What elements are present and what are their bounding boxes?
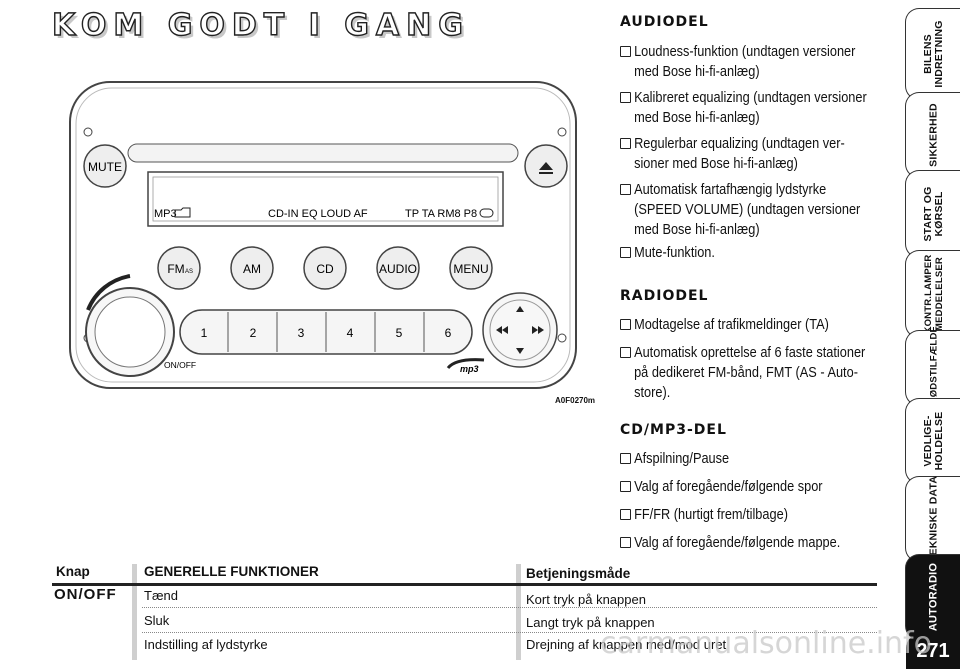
preset-4: 4 xyxy=(347,326,354,340)
mute-button[interactable]: MUTE xyxy=(83,144,127,188)
page-title: KOM GODT I GANG xyxy=(51,7,470,43)
preset-2: 2 xyxy=(250,326,257,340)
col-header-functions: GENERELLE FUNKTIONER xyxy=(144,564,319,579)
watermark: carmanualsonline.info xyxy=(600,626,932,661)
svg-text:AUDIO: AUDIO xyxy=(379,262,417,276)
list-item: Mute-funktion. xyxy=(620,243,880,263)
on-off-volume-knob[interactable] xyxy=(85,274,175,377)
list-item: Valg af foregående/følgende spor xyxy=(620,477,880,497)
tab-label: SIKKERHED xyxy=(927,103,939,167)
rewind-icon xyxy=(496,326,502,334)
car-radio-illustration: MUTE MP3 CD-IN EQ LOUD AF TP TA RM8 P8 F… xyxy=(69,81,577,389)
col-header-knap: Knap xyxy=(56,564,90,579)
tab-kontr-lamper[interactable]: KONTR.LAMPER MEDDELELSER xyxy=(905,250,960,338)
navigation-pad[interactable] xyxy=(482,292,558,368)
tab-bilens-indretning[interactable]: BILENS INDRETNING xyxy=(905,8,960,100)
table-cell: Sluk xyxy=(144,613,170,628)
list-item: Automatisk oprettelse af 6 faste station… xyxy=(620,343,880,403)
svg-text:FM: FM xyxy=(167,262,184,276)
tab-autoradio[interactable]: AUTORADIO xyxy=(905,554,960,640)
list-item: Afspilning/Pause xyxy=(620,449,880,469)
header-rule xyxy=(52,583,877,586)
preset-1: 1 xyxy=(201,326,208,340)
figure-code: A0F0270m xyxy=(555,396,596,405)
svg-text:MUTE: MUTE xyxy=(88,160,122,174)
table-cell: Kort tryk på knappen xyxy=(526,592,646,607)
preset-buttons[interactable]: 1 2 3 4 5 6 xyxy=(179,309,473,355)
audio-button[interactable]: AUDIO xyxy=(376,246,420,290)
audiodel-heading: AUDIODEL xyxy=(620,14,709,30)
preset-3: 3 xyxy=(298,326,305,340)
menu-button[interactable]: MENU xyxy=(449,246,493,290)
cddel-heading: CD/MP3-DEL xyxy=(620,422,727,438)
eject-button[interactable] xyxy=(524,144,568,188)
tab-label: KONTR.LAMPER MEDDELELSER xyxy=(922,254,945,334)
svg-text:AS: AS xyxy=(185,269,193,275)
tab-label: START OG KØRSEL xyxy=(921,186,945,242)
list-item: Regulerbar equalizing (undtagen ver-sion… xyxy=(620,134,880,174)
button-name-onoff: ON/OFF xyxy=(54,586,117,603)
tab-vedligeholdelse[interactable]: VEDLIGE- HOLDELSE xyxy=(905,398,960,484)
svg-text:AM: AM xyxy=(243,262,261,276)
list-item: Kalibreret equalizing (undtagen versione… xyxy=(620,88,880,128)
svg-text:MP3: MP3 xyxy=(154,208,177,220)
list-item: FF/FR (hurtigt frem/tilbage) xyxy=(620,505,880,525)
tab-label: AUTORADIO xyxy=(927,562,939,632)
function-table: Knap GENERELLE FUNKTIONER Betjeningsmåde… xyxy=(52,556,877,660)
svg-text:mp3: mp3 xyxy=(460,364,479,374)
svg-text:CD: CD xyxy=(316,262,334,276)
tab-label: VEDLIGE- HOLDELSE xyxy=(921,411,945,471)
preset-5: 5 xyxy=(396,326,403,340)
radiodel-heading: RADIODEL xyxy=(620,288,709,304)
preset-6: 6 xyxy=(445,326,452,340)
fast-forward-icon xyxy=(538,326,544,334)
table-cell: Tænd xyxy=(144,588,178,603)
mp3-logo: mp3 xyxy=(446,358,485,374)
am-button[interactable]: AM xyxy=(230,246,274,290)
up-arrow-icon xyxy=(516,306,524,312)
tab-i-nodstilfaelde[interactable]: I NØDSTILFÆLDE xyxy=(905,326,960,410)
list-item: Automatisk fartafhængig lydstyrke(SPEED … xyxy=(620,180,880,240)
tab-label: BILENS INDRETNING xyxy=(921,20,945,88)
table-cell: Langt tryk på knappen xyxy=(526,615,655,630)
col-header-operation: Betjeningsmåde xyxy=(526,566,631,581)
svg-text:CD-IN EQ LOUD AF: CD-IN EQ LOUD AF xyxy=(268,208,368,220)
display-panel: MP3 CD-IN EQ LOUD AF TP TA RM8 P8 xyxy=(147,171,504,227)
tab-label: TEKNISKE DATA xyxy=(927,475,939,563)
fm-button[interactable]: FM AS xyxy=(157,246,201,290)
cd-button[interactable]: CD xyxy=(303,246,347,290)
divider xyxy=(516,564,521,660)
loop-icon xyxy=(479,208,494,218)
divider xyxy=(132,564,137,660)
list-item: Valg af foregående/følgende mappe. xyxy=(620,533,880,553)
table-cell: Drejning af knappen med/mod uret xyxy=(526,637,727,652)
page-number: 271 xyxy=(906,634,960,669)
down-arrow-icon xyxy=(516,348,524,354)
onoff-label: ON/OFF xyxy=(164,360,196,370)
svg-text:MENU: MENU xyxy=(453,262,488,276)
features-column: AUDIODEL Loudness-funktion (undtagen ver… xyxy=(620,14,880,554)
row-divider xyxy=(142,607,877,608)
tab-sikkerhed[interactable]: SIKKERHED xyxy=(905,92,960,178)
folder-icon xyxy=(174,207,191,218)
eject-icon xyxy=(539,162,553,174)
row-divider xyxy=(142,632,877,633)
tab-tekniske-data[interactable]: TEKNISKE DATA xyxy=(905,476,960,562)
svg-text:TP TA RM8 P8: TP TA RM8 P8 xyxy=(405,208,477,220)
table-cell: Indstilling af lydstyrke xyxy=(144,637,268,652)
tab-start-og-korsel[interactable]: START OG KØRSEL xyxy=(905,170,960,258)
list-item: Modtagelse af trafikmeldinger (TA) xyxy=(620,315,880,335)
